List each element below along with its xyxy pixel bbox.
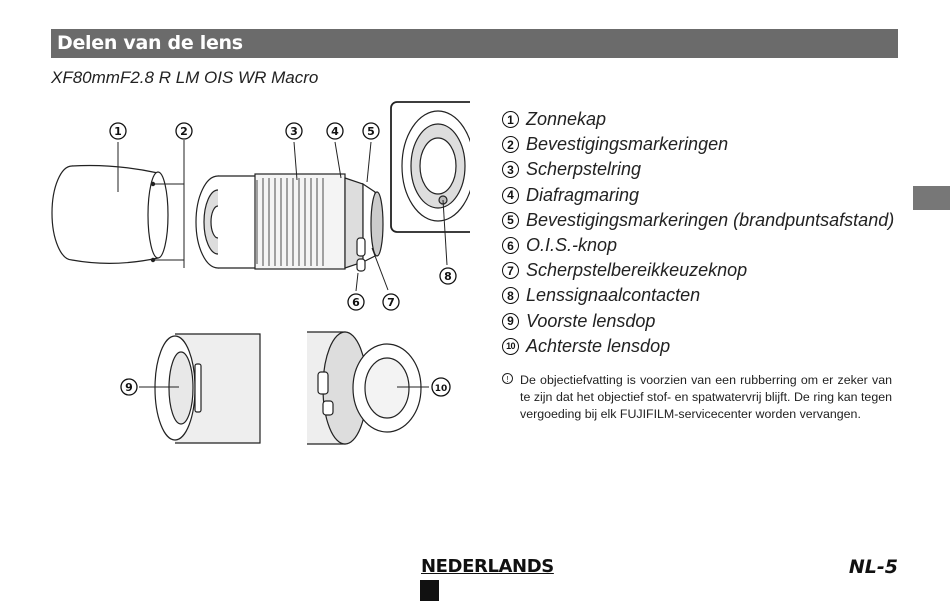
parts-list-item: 9 Voorste lensdop (502, 309, 894, 334)
page-number: NL-5 (848, 556, 898, 578)
lens-hood-drawing (51, 164, 169, 264)
part-number: 2 (502, 136, 519, 154)
caution-icon: ! (502, 373, 513, 384)
lens-diagram: 1 2 3 4 5 6 7 8 9 10 (51, 101, 470, 445)
front-cap-drawing (154, 333, 261, 444)
parts-list-item: 8 Lenssignaalcontacten (502, 283, 894, 308)
caution-note: ! De objectiefvatting is voorzien van ee… (502, 372, 892, 423)
part-number: 7 (502, 262, 519, 280)
svg-text:2: 2 (180, 125, 188, 138)
part-number: 4 (502, 186, 519, 204)
part-label: Lenssignaalcontacten (526, 285, 701, 306)
part-number: 5 (502, 211, 519, 229)
callout-10: 10 (431, 377, 451, 397)
part-number: 1 (502, 111, 519, 129)
part-label: Diafragmaring (526, 184, 640, 205)
part-number: 3 (502, 161, 519, 179)
lens-body-drawing (195, 173, 384, 272)
callout-7: 7 (382, 293, 400, 311)
part-label: Voorste lensdop (526, 310, 656, 331)
callout-9: 9 (120, 378, 138, 396)
svg-text:1: 1 (114, 125, 122, 138)
part-label: Scherpstelbereikkeuzeknop (526, 260, 748, 281)
parts-list-item: 2 Bevestigingsmarkeringen (502, 132, 894, 157)
rear-mount-drawing (390, 101, 470, 233)
parts-list-item: 10 Achterste lensdop (502, 334, 894, 359)
parts-list-item: 1 Zonnekap (502, 107, 894, 132)
parts-list-item: 7 Scherpstelbereikkeuzeknop (502, 258, 894, 283)
parts-list-item: 4 Diafragmaring (502, 183, 894, 208)
svg-text:5: 5 (367, 125, 375, 138)
svg-text:3: 3 (290, 125, 298, 138)
footer-language: NEDERLANDS (421, 556, 554, 577)
svg-text:6: 6 (352, 296, 360, 309)
part-label: Bevestigingsmarkeringen (526, 134, 729, 155)
callout-1: 1 (109, 122, 127, 140)
callout-5: 5 (362, 122, 380, 140)
callout-2: 2 (175, 122, 193, 140)
svg-text:4: 4 (331, 125, 339, 138)
part-number: 9 (502, 312, 519, 330)
part-number: 8 (502, 287, 519, 305)
part-label: Achterste lensdop (526, 335, 671, 356)
lens-model: XF80mmF2.8 R LM OIS WR Macro (51, 68, 319, 87)
part-label: O.I.S.-knop (526, 235, 618, 256)
part-label: Zonnekap (526, 109, 607, 130)
parts-list-item: 6 O.I.S.-knop (502, 233, 894, 258)
svg-text:8: 8 (444, 270, 452, 283)
part-label: Bevestigingsmarkeringen (brandpuntsafsta… (526, 209, 895, 230)
part-number: 10 (502, 337, 519, 355)
svg-text:10: 10 (435, 384, 448, 394)
parts-list-item: 5 Bevestigingsmarkeringen (brandpuntsafst… (502, 208, 894, 233)
callout-6: 6 (347, 293, 365, 311)
leader-lines (117, 140, 448, 388)
svg-text:9: 9 (125, 381, 133, 394)
rear-cap-drawing (307, 331, 422, 445)
caution-note-text: De objectiefvatting is voorzien van een … (520, 373, 892, 421)
section-header: Delen van de lens (51, 29, 898, 58)
parts-list-item: 3 Scherpstelring (502, 157, 894, 182)
svg-text:7: 7 (387, 296, 395, 309)
section-title: Delen van de lens (57, 32, 243, 54)
callout-4: 4 (326, 122, 344, 140)
part-label: Scherpstelring (526, 159, 642, 180)
part-number: 6 (502, 237, 519, 255)
callout-3: 3 (285, 122, 303, 140)
chapter-tab (913, 186, 950, 210)
footer-marker (420, 580, 439, 601)
callout-8: 8 (439, 267, 457, 285)
